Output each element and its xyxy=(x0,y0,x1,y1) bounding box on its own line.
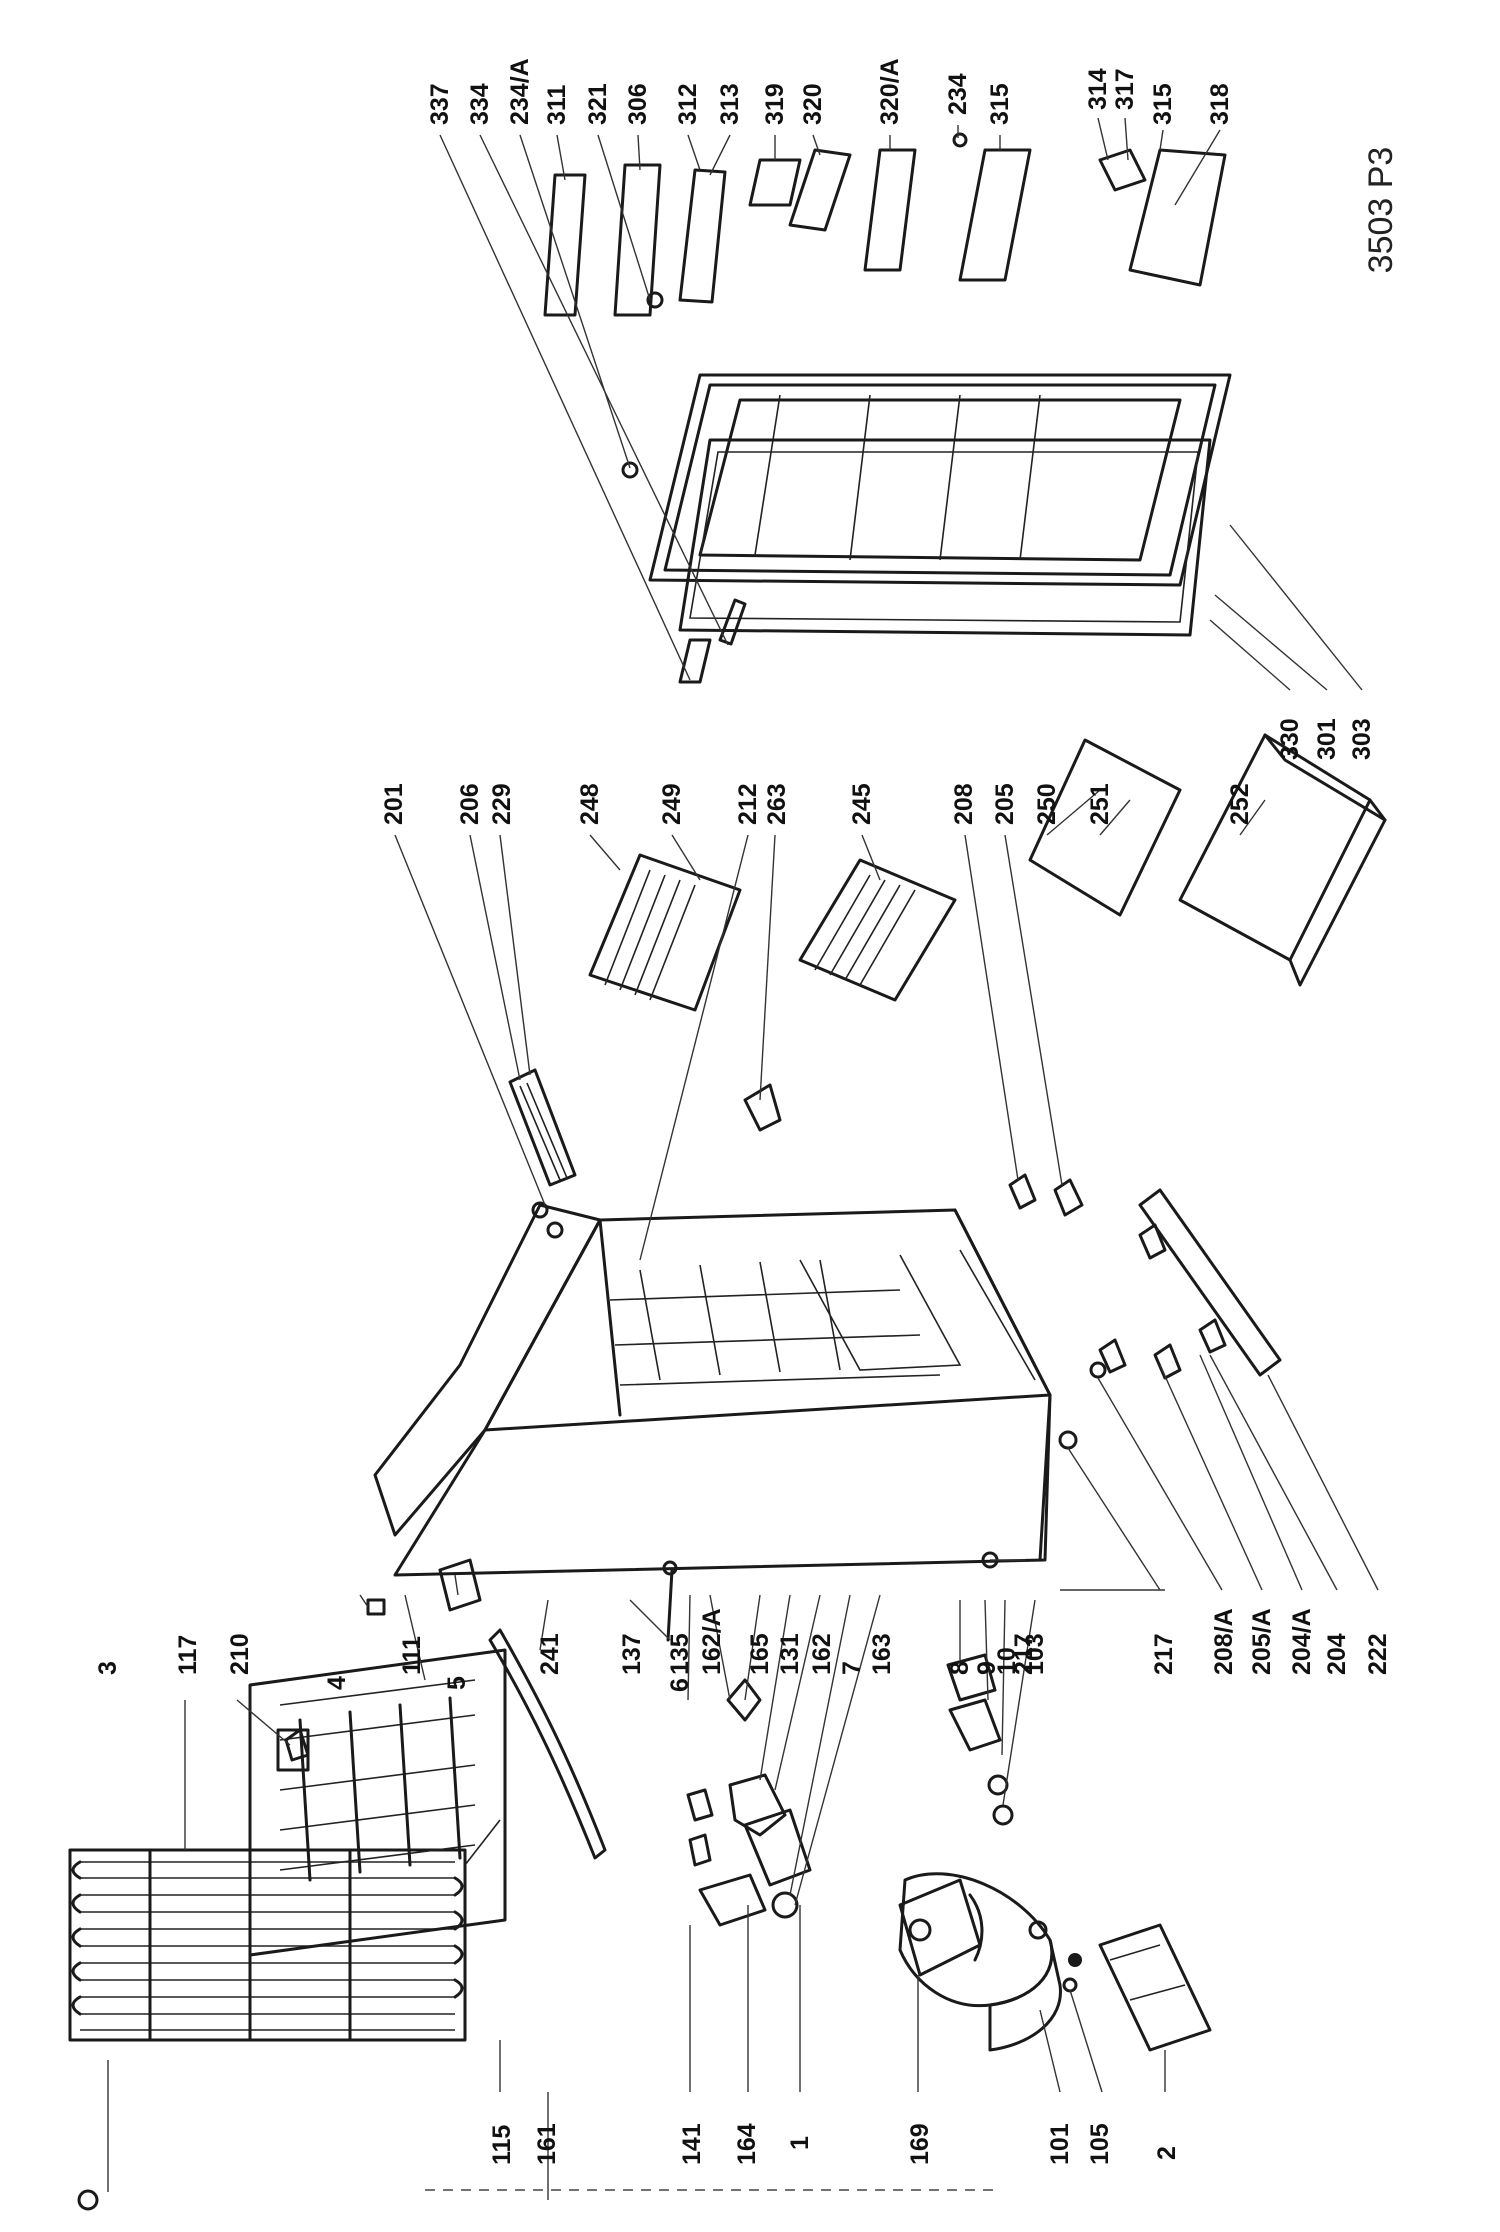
glass-shelf-251 xyxy=(1028,738,1182,917)
callout-204: 204 xyxy=(1323,1633,1351,1675)
part-210 xyxy=(284,1728,310,1762)
callout-241: 241 xyxy=(536,1633,564,1675)
evaporator-plate xyxy=(248,1648,507,1957)
callout-303: 303 xyxy=(1348,718,1376,760)
callout-5: 5 xyxy=(443,1676,471,1690)
callout-245: 245 xyxy=(848,783,876,825)
handle-337 xyxy=(678,638,712,684)
callout-315-b: 315 xyxy=(1149,83,1177,125)
callout-234: 234 xyxy=(944,73,972,115)
callout-330: 330 xyxy=(1276,718,1304,760)
condenser-coil xyxy=(68,1819,501,2042)
screw-3 xyxy=(77,2189,99,2211)
callout-7: 7 xyxy=(838,1661,866,1675)
callout-4: 4 xyxy=(323,1676,351,1690)
callout-205: 205 xyxy=(991,783,1019,825)
leader-lines xyxy=(107,117,1379,2200)
callout-312: 312 xyxy=(674,83,702,125)
callout-250: 250 xyxy=(1033,783,1061,825)
callout-165: 165 xyxy=(746,1633,774,1675)
tube-241 xyxy=(488,1628,607,1860)
callout-249: 249 xyxy=(658,783,686,825)
callout-204a: 204/A xyxy=(1288,1608,1316,1675)
callout-201: 201 xyxy=(380,783,408,825)
callout-263: 263 xyxy=(763,783,791,825)
callout-251: 251 xyxy=(1086,783,1114,825)
callout-101: 101 xyxy=(1046,2123,1074,2165)
callout-301: 301 xyxy=(1313,718,1341,760)
drip-plate-229 xyxy=(508,1068,577,1187)
callout-217-b: 217 xyxy=(1150,1633,1178,1675)
callout-252: 252 xyxy=(1226,783,1254,825)
compressor xyxy=(898,1872,1082,2052)
callout-141: 141 xyxy=(678,2123,706,2165)
callout-306: 306 xyxy=(624,83,652,125)
crisper-drawer xyxy=(1178,733,1387,987)
callout-10: 10 xyxy=(993,1647,1021,1675)
callout-208: 208 xyxy=(950,783,978,825)
hinge-parts xyxy=(981,1173,1227,1569)
callout-117: 117 xyxy=(174,1635,202,1675)
callout-6: 6 xyxy=(666,1678,694,1692)
callout-248: 248 xyxy=(576,783,604,825)
callout-9: 9 xyxy=(973,1661,1001,1675)
compressor-plate xyxy=(898,1878,982,1977)
callout-205a: 205/A xyxy=(1248,1608,1276,1675)
callout-169: 169 xyxy=(906,2123,934,2165)
callout-320: 320 xyxy=(799,83,827,125)
base-rail xyxy=(1098,1923,1212,2052)
callout-137: 137 xyxy=(618,1633,646,1675)
callout-103: 103 xyxy=(1021,1633,1049,1675)
control-parts xyxy=(662,1560,1014,1927)
callout-161: 161 xyxy=(533,2123,561,2165)
callout-217-a: 217 xyxy=(1010,1633,1038,1675)
callout-206: 206 xyxy=(456,783,484,825)
callout-337: 337 xyxy=(426,83,454,125)
pin-234a xyxy=(621,461,639,479)
callout-208a: 208/A xyxy=(1210,1608,1238,1675)
door-assembly xyxy=(648,373,1232,637)
cabinet-body xyxy=(373,1203,1052,1577)
callout-1: 1 xyxy=(786,2136,814,2150)
callout-131: 131 xyxy=(776,1633,804,1675)
door-bins xyxy=(543,132,1227,317)
callout-229: 229 xyxy=(488,783,516,825)
callout-210: 210 xyxy=(226,1633,254,1675)
clips-201 xyxy=(531,1201,564,1239)
callout-234a: 234/A xyxy=(506,58,534,125)
callout-8: 8 xyxy=(946,1661,974,1675)
tab-4 xyxy=(366,1598,386,1616)
callout-318: 318 xyxy=(1206,83,1234,125)
callout-311: 311 xyxy=(543,85,571,125)
callout-315-a: 315 xyxy=(986,83,1014,125)
shelf-248 xyxy=(588,853,742,1012)
callout-135: 135 xyxy=(666,1633,694,1675)
part-shapes xyxy=(68,132,1387,2211)
callout-313: 313 xyxy=(716,83,744,125)
callout-162a: 162/A xyxy=(698,1608,726,1675)
callout-115: 115 xyxy=(488,2125,516,2165)
callout-2: 2 xyxy=(1153,2146,1181,2160)
callout-317: 317 xyxy=(1111,68,1139,110)
callout-321: 321 xyxy=(584,83,612,125)
callout-334: 334 xyxy=(466,83,494,125)
callout-319: 319 xyxy=(761,83,789,125)
callout-314: 314 xyxy=(1084,68,1112,110)
callout-105: 105 xyxy=(1086,2123,1114,2165)
callout-320a: 320/A xyxy=(876,58,904,125)
callout-162: 162 xyxy=(808,1633,836,1675)
callout-labels: 3 117 210 111 4 5 241 137 135 6 162/A 16… xyxy=(94,58,1392,2165)
lamp-holder-263 xyxy=(743,1083,782,1132)
callout-3: 3 xyxy=(94,1661,122,1675)
callout-212: 212 xyxy=(734,783,762,825)
rail-222 xyxy=(1138,1188,1282,1377)
shelf-245 xyxy=(798,858,957,1002)
callout-164: 164 xyxy=(733,2123,761,2165)
callout-222: 222 xyxy=(1364,1633,1392,1675)
bracket-5 xyxy=(438,1558,482,1612)
callout-163: 163 xyxy=(868,1633,896,1675)
drawing-code: 3503 P3 xyxy=(1362,147,1400,274)
callout-111: 111 xyxy=(398,1636,426,1675)
